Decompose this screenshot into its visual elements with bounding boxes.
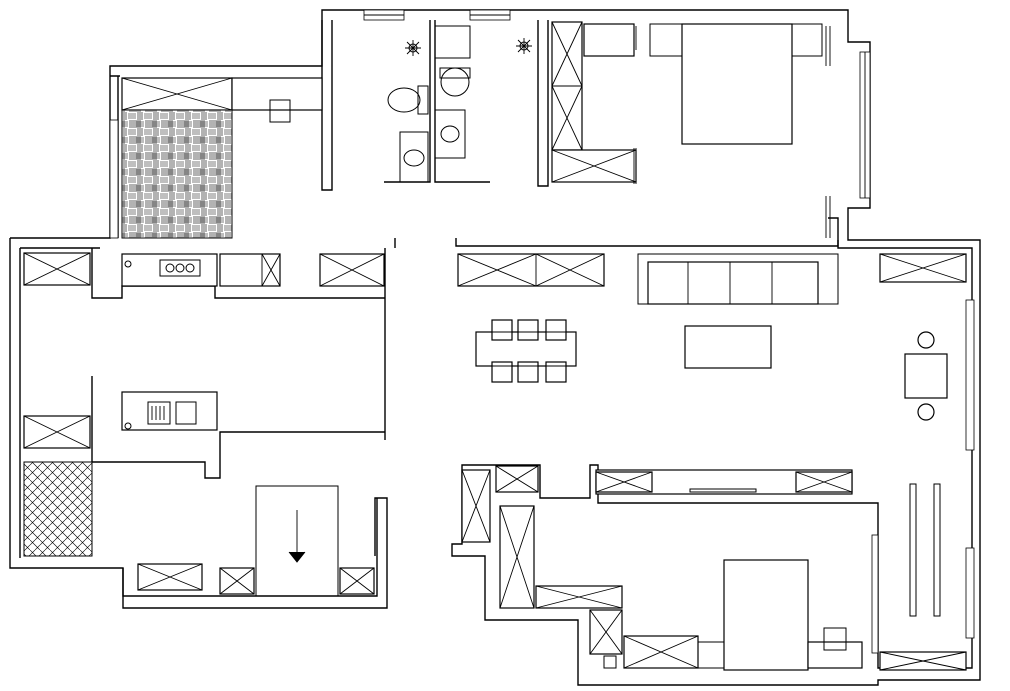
bathrooms [384, 20, 532, 183]
toilet-icon [439, 67, 471, 97]
stove-icon [159, 259, 201, 277]
master-bedroom [551, 21, 831, 238]
sink-icon [124, 401, 197, 430]
living-top [457, 253, 967, 305]
tile-floor-upper [121, 109, 233, 239]
left-bottom-room [122, 485, 378, 597]
bed [723, 559, 809, 671]
coffee-table [684, 325, 772, 369]
shower-icon [405, 40, 421, 56]
top-windows [109, 9, 975, 654]
left-top-cabinets [23, 248, 385, 299]
tile-floor-lower [23, 461, 93, 557]
tv-cabinet [595, 469, 853, 495]
shower-icon [516, 38, 532, 54]
left-kitchen [23, 376, 385, 557]
toilet-icon [387, 85, 429, 115]
upper-left-room [121, 77, 323, 239]
lower-bedroom [461, 465, 967, 671]
bed [681, 23, 793, 145]
stair-down-arrow-icon [288, 510, 306, 563]
side-table-set [904, 331, 948, 421]
sofa [647, 261, 819, 305]
dining-table [475, 319, 577, 383]
